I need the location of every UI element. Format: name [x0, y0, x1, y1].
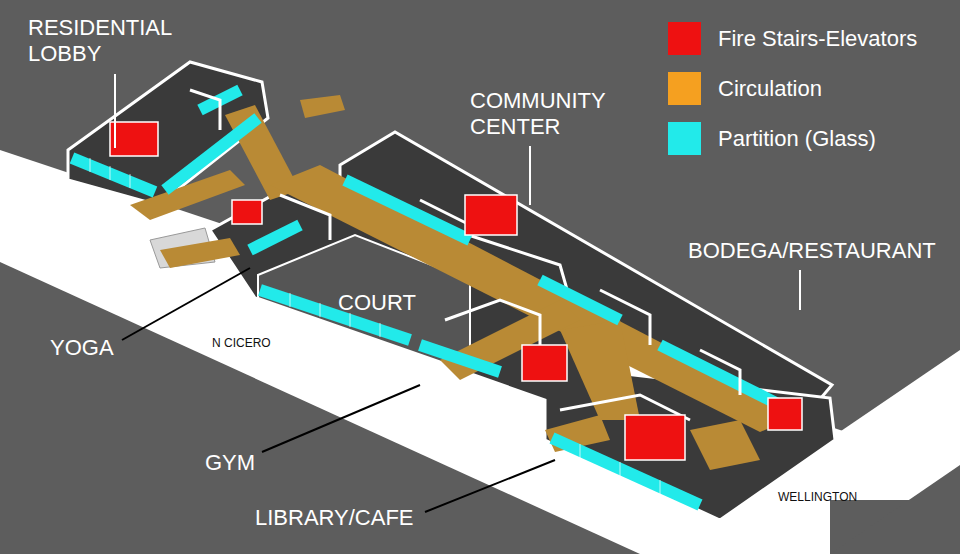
legend-swatch: [668, 72, 701, 105]
street-name: N CICERO: [212, 336, 271, 350]
fire-stairs: [110, 122, 802, 460]
legend-text: Partition (Glass): [718, 126, 876, 152]
circulation-paths: [130, 95, 800, 470]
area-label: GYM: [205, 450, 255, 476]
road: [0, 150, 960, 554]
area-label: RESIDENTIAL LOBBY: [28, 15, 193, 67]
ground: [830, 465, 960, 554]
leader-lines: [115, 74, 800, 512]
legend-row: Partition (Glass): [668, 122, 876, 155]
glass-mullions: [90, 158, 660, 496]
area-label: YOGA: [50, 335, 114, 361]
interior-walls: [190, 90, 740, 420]
legend-swatch: [668, 122, 701, 155]
legend-row: Fire Stairs-Elevators: [668, 22, 917, 55]
glass-partitions: [72, 90, 780, 505]
lower-block-floor: [210, 180, 835, 520]
street-name: WELLINGTON: [778, 490, 857, 504]
legend-row: Circulation: [668, 72, 822, 105]
legend-text: Circulation: [718, 76, 822, 102]
area-label: COURT: [338, 290, 416, 316]
area-label: COMMUNITY CENTER: [470, 88, 625, 140]
legend-text: Fire Stairs-Elevators: [718, 26, 917, 52]
area-label: LIBRARY/CAFE: [255, 505, 414, 531]
area-label: BODEGA/RESTAURANT: [688, 238, 936, 264]
legend-swatch: [668, 22, 701, 55]
